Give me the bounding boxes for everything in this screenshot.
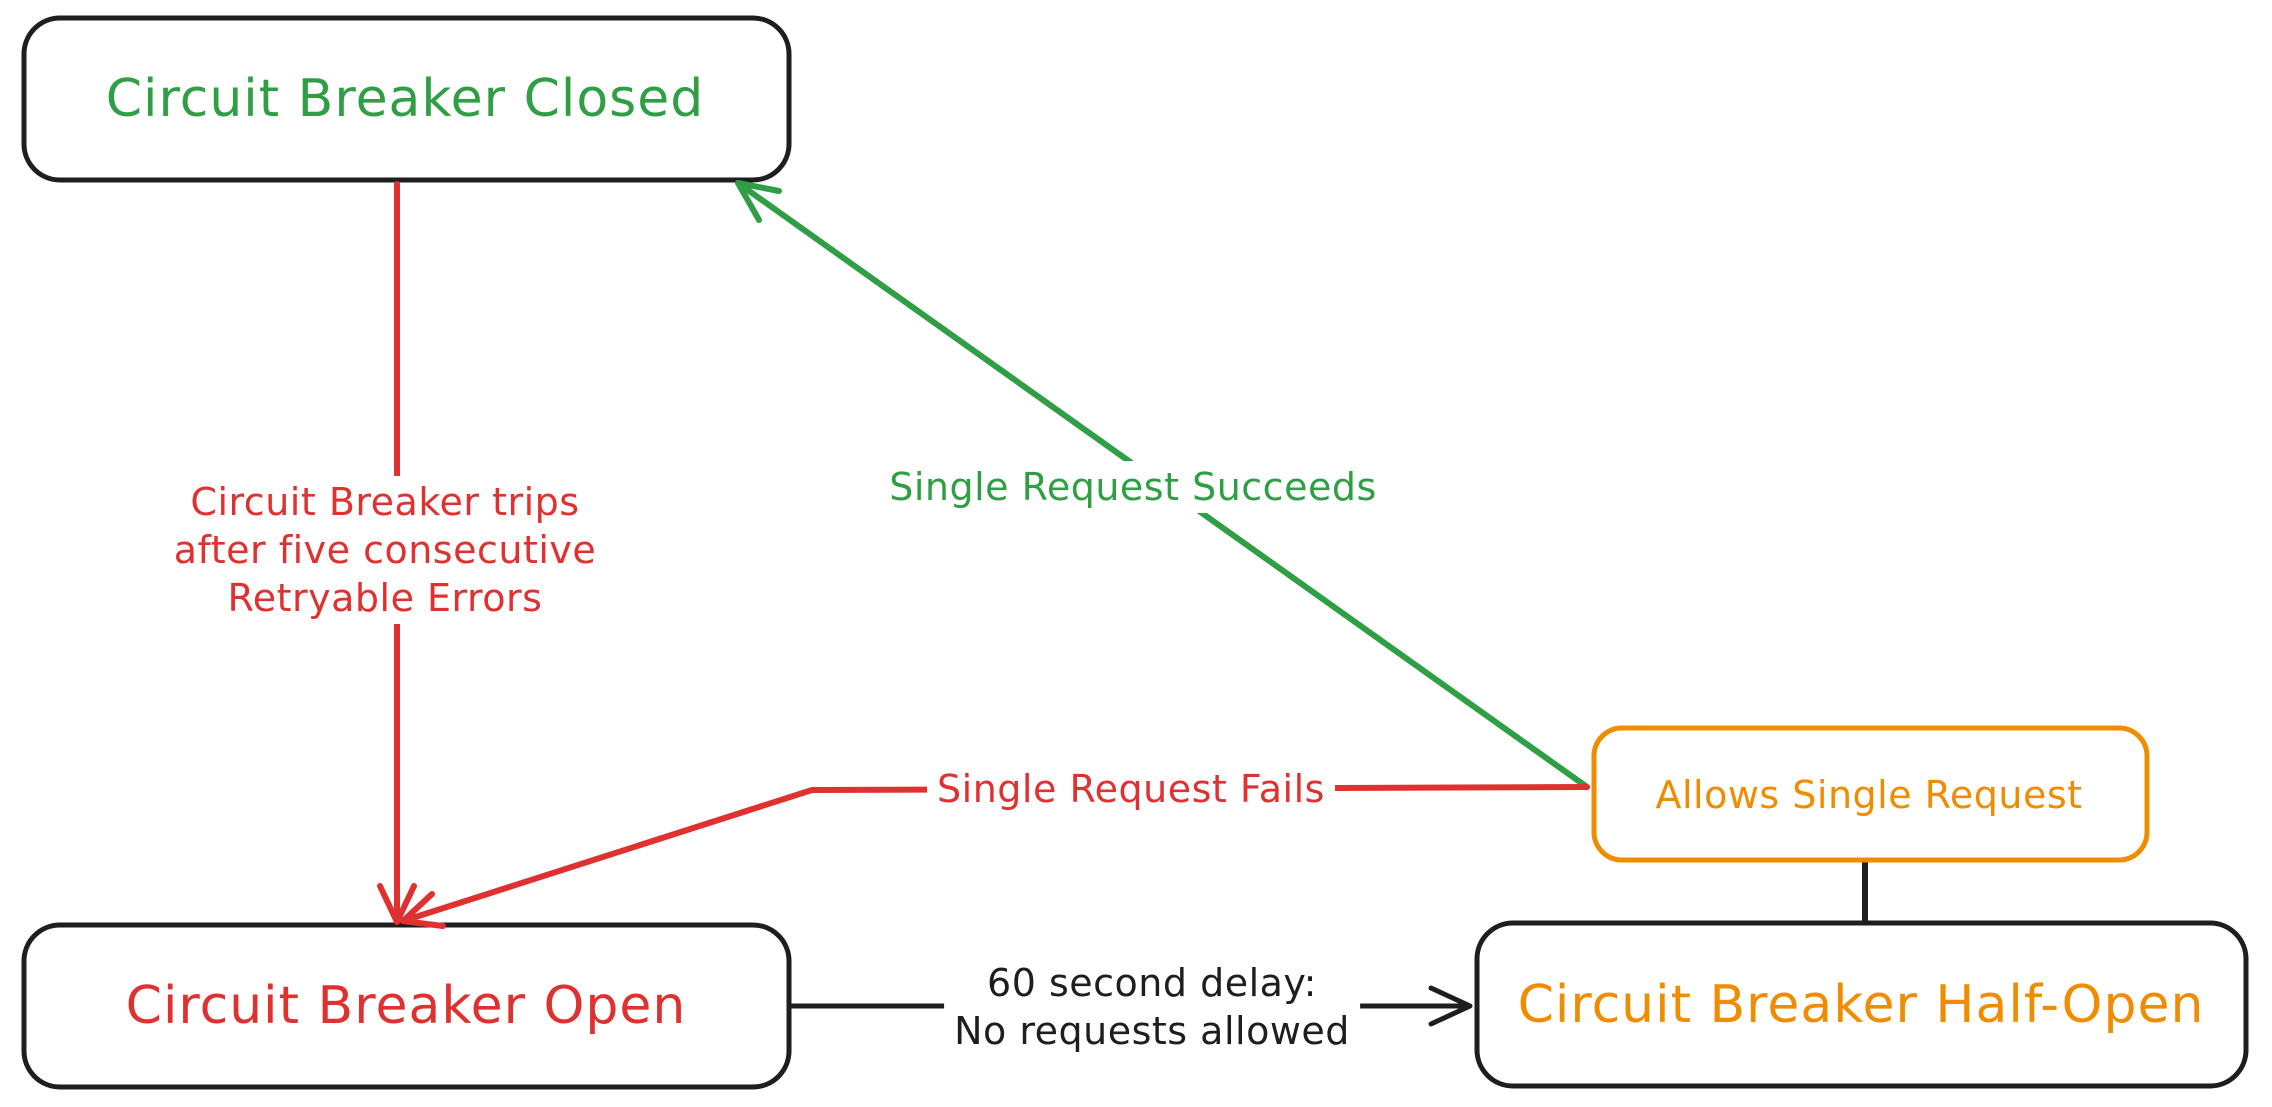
trips-edge-label-line-2: after five consecutive: [173, 528, 597, 572]
delay-edge-label-line-2: No requests allowed: [954, 1009, 1350, 1053]
fails-edge-label: Single Request Fails: [927, 763, 1335, 815]
allows-single-request-label: Allows Single Request: [1655, 773, 2083, 817]
succeeds-arrowhead-icon: [735, 180, 782, 223]
succeeds-edge-label: Single Request Succeeds: [879, 461, 1387, 513]
delay-edge-label: 60 second delay: No requests allowed: [944, 957, 1360, 1057]
half-open-state-box: [1474, 920, 2249, 1089]
fails-arrowhead-icon: [400, 891, 446, 929]
open-state-label: Circuit Breaker Open: [125, 976, 687, 1036]
delay-arrowhead-icon: [1428, 985, 1473, 1027]
closed-state-label: Circuit Breaker Closed: [105, 69, 705, 129]
trips-edge-label-line-3: Retryable Errors: [227, 576, 543, 620]
trips-arrowhead-icon: [377, 883, 417, 925]
closed-state-box: [21, 15, 792, 183]
half-open-state-label: Circuit Breaker Half-Open: [1517, 975, 2205, 1035]
trips-edge-label: Circuit Breaker trips after five consecu…: [163, 476, 607, 624]
allows-single-request-box: [1591, 725, 2150, 863]
delay-edge-label-line-1: 60 second delay:: [987, 961, 1317, 1005]
trips-edge-label-line-1: Circuit Breaker trips: [190, 480, 580, 524]
